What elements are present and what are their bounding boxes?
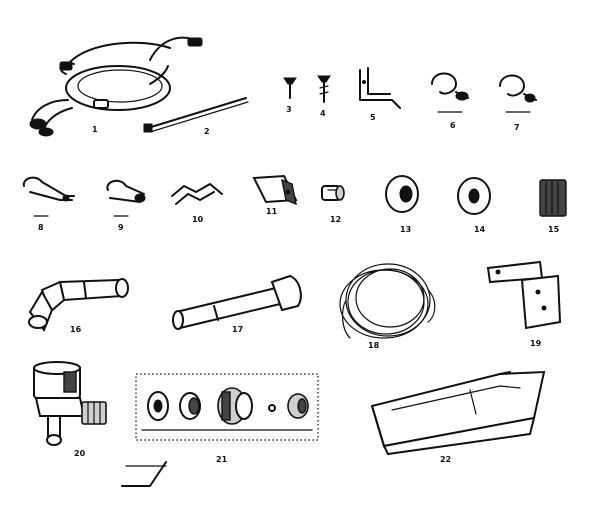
part-21-fitting-kit	[135, 373, 319, 441]
label-part-11: 11	[266, 207, 278, 216]
label-part-4: 4	[320, 109, 326, 118]
label-part-21: 21	[216, 455, 228, 464]
label-part-3: 3	[286, 105, 292, 114]
label-part-1: 1	[92, 125, 98, 134]
part-4-screw	[317, 75, 331, 103]
part-20-water-valve	[33, 361, 107, 446]
part-9-clip	[106, 179, 146, 217]
label-part-20: 20	[74, 449, 86, 458]
part-5-bracket	[359, 67, 401, 109]
label-part-17: 17	[232, 325, 243, 334]
part-8-clip	[22, 176, 75, 217]
label-part-12: 12	[330, 215, 341, 224]
label-part-2: 2	[204, 127, 210, 136]
part-6-clamp	[431, 72, 469, 113]
label-part-19: 19	[530, 339, 542, 348]
part-14-washer	[457, 177, 491, 215]
part-15-block	[539, 179, 567, 217]
label-part-16: 16	[70, 325, 82, 334]
label-part-9: 9	[118, 223, 124, 232]
part-17-tube	[172, 274, 302, 330]
corner-mark	[121, 461, 167, 487]
label-part-8: 8	[38, 223, 44, 232]
label-part-22: 22	[440, 455, 451, 464]
part-2-strap	[143, 97, 249, 133]
part-22-bin	[370, 370, 546, 456]
part-13-washer	[385, 175, 419, 213]
part-1-wire-harness	[29, 36, 203, 137]
part-19-bracket	[486, 260, 562, 330]
label-part-18: 18	[368, 341, 380, 350]
part-11-plate	[252, 174, 298, 206]
part-16-elbow-tube	[28, 278, 129, 332]
label-part-13: 13	[400, 225, 411, 234]
part-7-clamp	[499, 74, 537, 113]
part-18-coil	[339, 263, 436, 339]
part-10-clip	[171, 183, 223, 205]
label-part-7: 7	[514, 123, 520, 132]
part-12-nut	[321, 185, 345, 201]
part-3-screw	[283, 77, 297, 99]
label-part-5: 5	[370, 113, 376, 122]
label-part-14: 14	[474, 225, 486, 234]
label-part-10: 10	[192, 215, 204, 224]
label-part-15: 15	[548, 225, 560, 234]
label-part-6: 6	[450, 121, 456, 130]
